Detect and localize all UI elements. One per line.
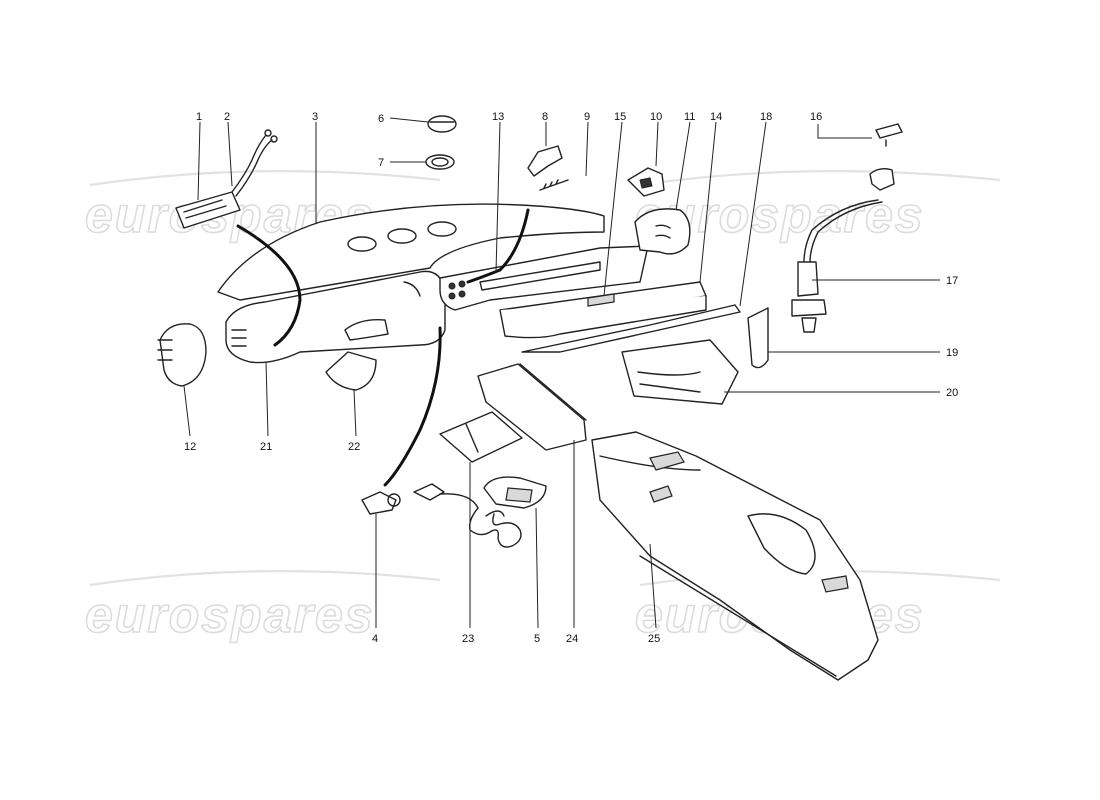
part-side-cap [157,323,207,387]
callout-16: 16 [810,111,822,123]
part-map-light [439,476,547,548]
callout-19: 19 [946,347,958,359]
part-glove-box [499,281,707,339]
callout-11: 11 [684,111,695,123]
callout-10: 10 [650,111,662,123]
part-lighter [361,483,445,515]
part-center-panel [439,245,649,311]
callout-6: 6 [378,113,384,125]
callout-7: 7 [378,157,384,169]
callout-12: 12 [184,441,196,453]
lighter-wire [383,326,442,487]
callout-18: 18 [760,111,772,123]
callout-25: 25 [648,633,660,645]
callout-2: 2 [224,111,230,123]
part-duct-channel [477,363,587,451]
part-center-console [591,431,879,681]
callout-14: 14 [710,111,722,123]
part-switch-assembly [175,129,278,229]
callout-labels: 1 2 3 4 5 6 7 8 9 10 11 12 13 14 15 16 1… [184,111,958,645]
part-tray [621,339,739,405]
callout-4: 4 [372,633,378,645]
callout-8: 8 [542,111,548,123]
part-cable-lock [791,123,903,333]
svg-text:eurospares: eurospares [85,587,375,643]
callout-15: 15 [614,111,626,123]
callout-5: 5 [534,633,540,645]
light-wire [466,208,530,284]
part-small-bracket [325,351,377,391]
callout-9: 9 [584,111,590,123]
part-vent-cover [634,208,691,255]
part-duct-block [439,411,523,463]
callout-3: 3 [312,111,318,123]
callout-24: 24 [566,633,578,645]
leader-lines [183,117,940,629]
callout-20: 20 [946,387,958,399]
callout-13: 13 [492,111,504,123]
part-latch [627,167,665,197]
callout-22: 22 [348,441,360,453]
part-ring [425,154,455,170]
part-knob-cap [427,115,457,133]
callout-21: 21 [260,441,272,453]
part-trim-strip [521,304,741,353]
callout-1: 1 [196,111,202,123]
part-dashboard-top [217,203,605,301]
part-side-bracket [747,307,769,369]
callout-23: 23 [462,633,474,645]
switch-wire [236,224,302,347]
watermark-bottom-left: eurospares [84,570,441,644]
callout-17: 17 [946,275,958,287]
part-bracket-spring [527,145,569,191]
